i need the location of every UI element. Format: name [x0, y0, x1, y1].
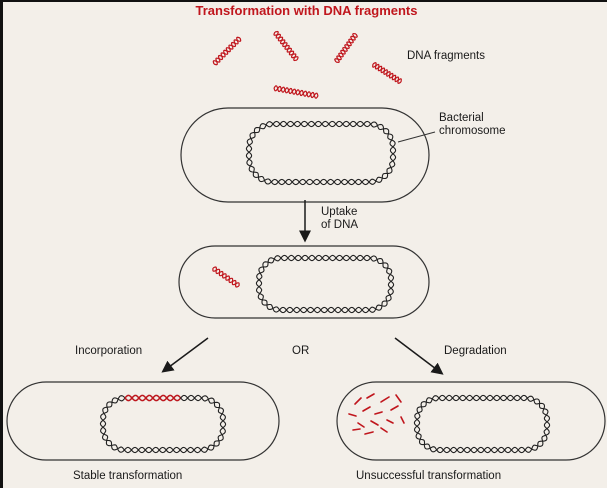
degraded-dna-piece [355, 398, 361, 404]
or-label: OR [292, 345, 309, 358]
degraded-dna-piece [381, 428, 387, 432]
uptake-label-line2: of DNA [321, 219, 358, 232]
degraded-dna-piece [381, 397, 389, 402]
degraded-dna-piece [349, 414, 356, 416]
degradation-arrow [395, 338, 440, 372]
dna-fragment-5 [274, 86, 318, 98]
degraded-dna-pieces [349, 394, 404, 434]
bacterial-chromosome-middle [256, 255, 393, 312]
dna-fragments-label: DNA fragments [407, 50, 485, 63]
unsuccessful-transformation-cell [337, 382, 605, 460]
dna-fragment-3 [335, 34, 357, 63]
degradation-label: Degradation [444, 345, 507, 358]
degraded-dna-piece [375, 412, 382, 414]
uptake-label-line1: Uptake [321, 206, 357, 219]
degraded-dna-piece [367, 394, 374, 398]
unsuccessful-transformation-label: Unsuccessful transformation [356, 470, 501, 483]
internal-dna-fragment [213, 267, 239, 287]
degraded-dna-piece [387, 420, 393, 423]
recombinant-chromosome [100, 395, 225, 452]
dna-fragment-1 [213, 37, 240, 64]
degraded-dna-piece [358, 423, 364, 427]
degraded-dna-piece [353, 429, 360, 430]
dna-fragment-4 [373, 63, 402, 84]
dna-fragment-2 [274, 32, 298, 61]
degraded-dna-piece [391, 406, 398, 410]
bacterial-chromosome-top [246, 121, 395, 184]
chromosome-pointer-line [398, 132, 435, 142]
stable-transformation-label: Stable transformation [73, 470, 182, 483]
diagram-title: Transformation with DNA fragments [3, 3, 607, 18]
degraded-dna-piece [371, 421, 378, 425]
unchanged-chromosome [414, 395, 549, 452]
bacterial-chromosome-label-line2: chromosome [439, 125, 505, 138]
degraded-dna-piece [401, 417, 404, 423]
degraded-dna-piece [365, 432, 373, 434]
diagram-canvas [3, 2, 607, 490]
incorporation-arrow [165, 338, 208, 370]
bacterial-chromosome-label-line1: Bacterial [439, 112, 484, 125]
free-dna-fragments [213, 32, 401, 99]
degraded-dna-piece [363, 407, 370, 411]
taken-up-dna-fragment [213, 267, 239, 287]
degraded-dna-piece [396, 395, 401, 402]
incorporation-label: Incorporation [75, 345, 142, 358]
